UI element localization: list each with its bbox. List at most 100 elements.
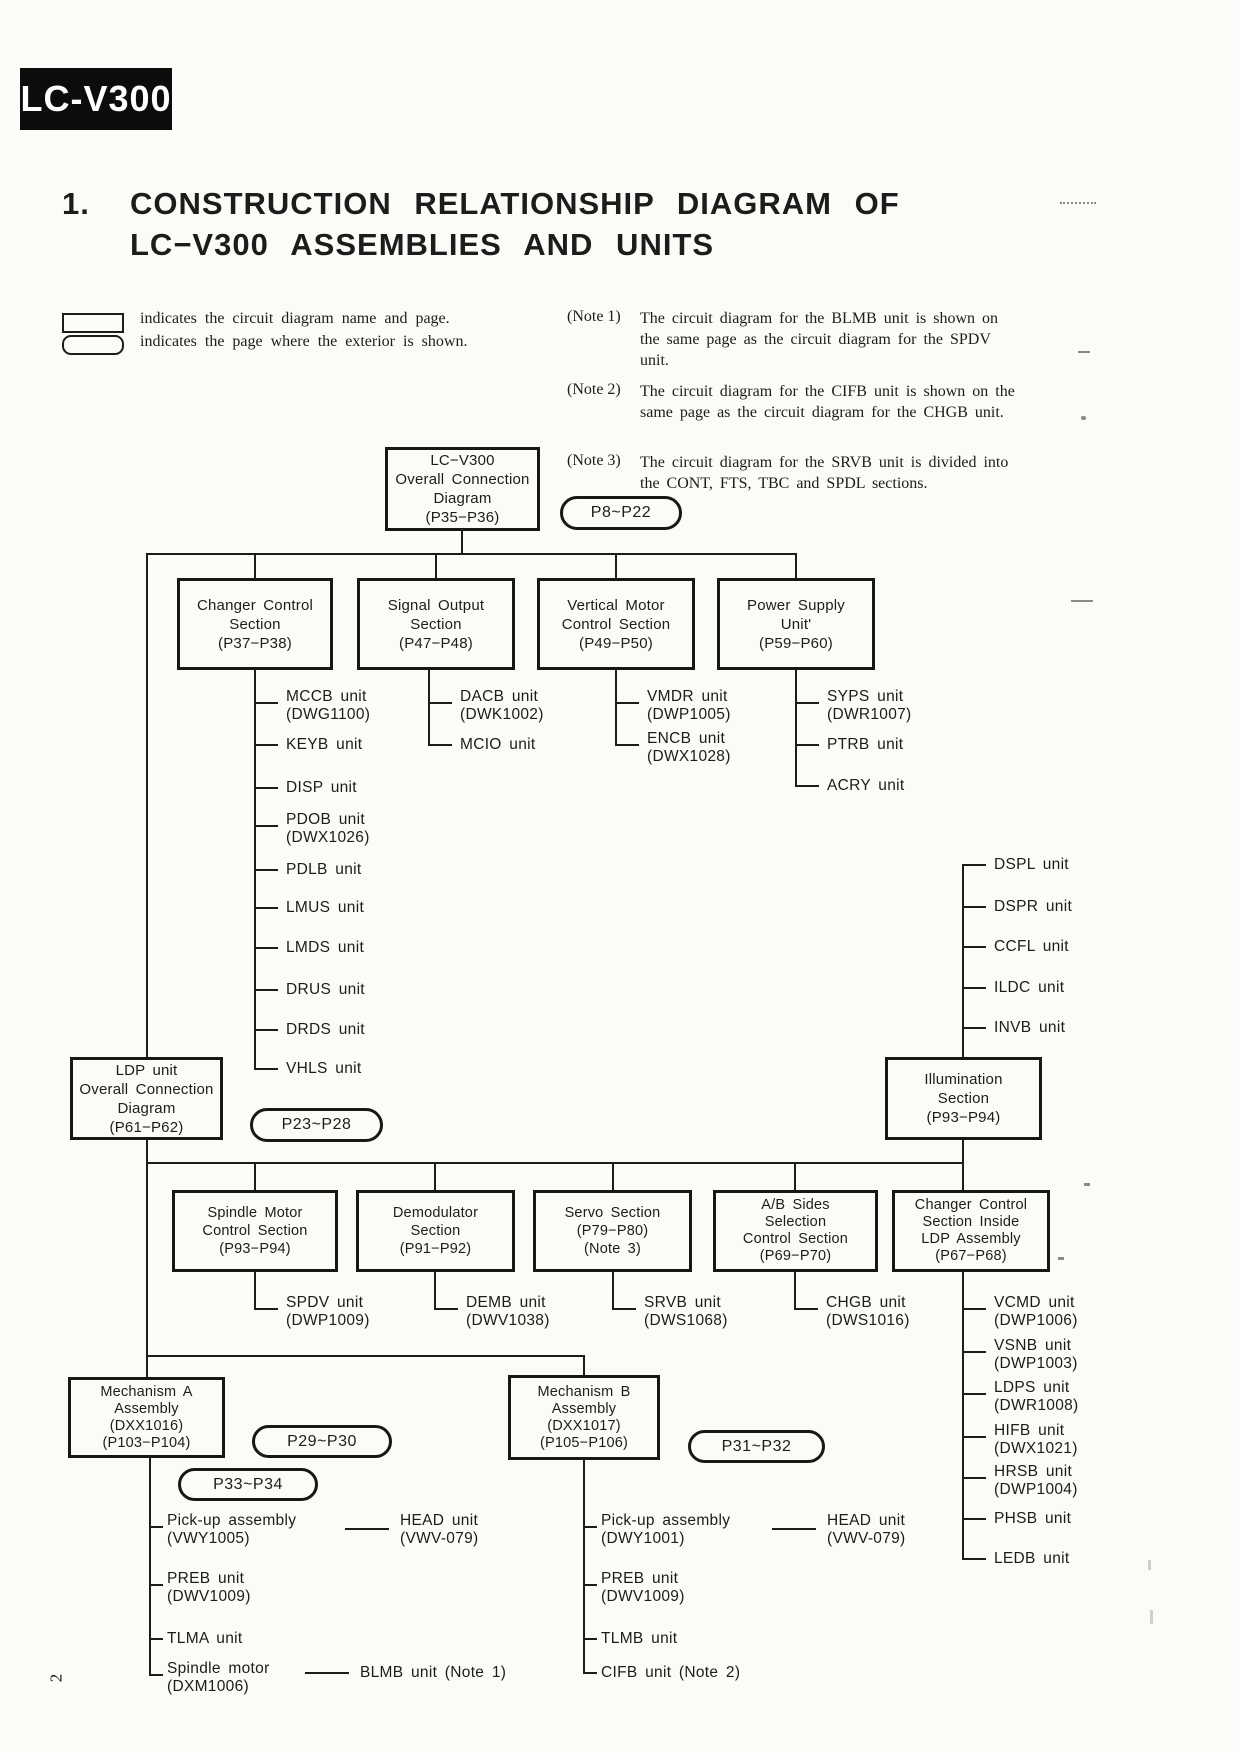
box-line: Spindle Motor <box>207 1205 303 1221</box>
unit-pickup-b-part: (DWY1001) <box>601 1530 685 1547</box>
connector-left-trunk-lower <box>146 1162 148 1377</box>
box-line: Mechanism B <box>537 1383 631 1400</box>
connector-tick <box>254 1029 278 1031</box>
note-1-label: (Note 1) <box>567 308 621 325</box>
box-line: (P105−P106) <box>539 1434 629 1451</box>
scan-artifact <box>1148 1560 1151 1570</box>
unit-demb: DEMB unit <box>466 1294 546 1311</box>
box-line: (P91−P92) <box>399 1241 472 1257</box>
unit-vmdr: VMDR unit <box>647 688 728 705</box>
legend-oval-label: indicates the page where the exterior is… <box>140 333 468 350</box>
unit-encb-part: (DWX1028) <box>647 748 731 765</box>
oval-p8-p22: P8~P22 <box>560 496 682 530</box>
unit-preb-a: PREB unit <box>167 1570 245 1587</box>
connector-inside-ldp-units-trunk <box>962 1272 964 1560</box>
box-line: (P69−P70) <box>759 1248 832 1264</box>
unit-lmus: LMUS unit <box>286 899 365 916</box>
connector-tick <box>149 1638 163 1640</box>
unit-pickup-a-part: (VWY1005) <box>167 1530 250 1547</box>
unit-ledb: LEDB unit <box>994 1550 1070 1567</box>
unit-vsnb-part: (DWP1003) <box>994 1355 1078 1372</box>
connector-ldp-stem <box>146 1140 148 1162</box>
note-3-label: (Note 3) <box>567 452 621 469</box>
unit-acry: ACRY unit <box>827 777 905 794</box>
box-line: Demodulator <box>392 1205 479 1221</box>
box-line: (P103−P104) <box>102 1434 191 1451</box>
unit-vhls: VHLS unit <box>286 1060 362 1077</box>
unit-invb: INVB unit <box>994 1019 1066 1036</box>
connector-tick <box>149 1674 163 1676</box>
connector-tick <box>615 744 639 746</box>
connector-tick <box>962 1027 986 1029</box>
connector-tick <box>149 1526 163 1528</box>
box-line: Section Inside <box>922 1214 1020 1230</box>
unit-tlmb: TLMB unit <box>601 1630 678 1647</box>
scan-artifact <box>1078 351 1090 353</box>
connector-mech-b-units-trunk <box>583 1460 585 1674</box>
connector-tick <box>962 987 986 989</box>
box-line: (P59−P60) <box>759 634 833 652</box>
unit-srvb: SRVB unit <box>644 1294 721 1311</box>
unit-preb-a-part: (DWV1009) <box>167 1588 251 1605</box>
box-line: Servo Section <box>564 1205 661 1221</box>
oval-p29-p30: P29~P30 <box>252 1425 392 1458</box>
unit-mccb-part: (DWG1100) <box>286 706 371 723</box>
box-line: LC−V300 <box>430 452 495 469</box>
unit-spdv: SPDV unit <box>286 1294 364 1311</box>
note-2-label: (Note 2) <box>567 381 621 398</box>
unit-head-b: HEAD unit <box>827 1512 906 1529</box>
box-line: LDP Assembly <box>921 1231 1021 1247</box>
unit-pdob: PDOB unit <box>286 811 365 828</box>
box-ab-sides-selection-control-section: A/B Sides Selection Control Section (P69… <box>713 1190 878 1272</box>
box-line: Overall Connection <box>395 471 530 488</box>
unit-spdv-part: (DWP1009) <box>286 1312 370 1329</box>
connector-tick <box>149 1584 163 1586</box>
box-ldp-overall-connection: LDP unit Overall Connection Diagram (P61… <box>70 1057 223 1140</box>
box-line: Vertical Motor <box>567 596 665 614</box>
box-line: (P49−P50) <box>579 634 653 652</box>
connector-tick <box>254 1068 278 1070</box>
connector-drop <box>615 553 617 578</box>
unit-phsb: PHSB unit <box>994 1510 1072 1527</box>
box-line: Unit' <box>780 615 812 633</box>
box-demodulator-section: Demodulator Section (P91−P92) <box>356 1190 515 1272</box>
page-title-line2: LC−V300 ASSEMBLIES AND UNITS <box>130 227 715 262</box>
unit-hrsb-part: (DWP1004) <box>994 1481 1078 1498</box>
connector-tick <box>962 906 986 908</box>
unit-ldps-part: (DWR1008) <box>994 1397 1079 1414</box>
connector-drop <box>435 553 437 578</box>
unit-cifb: CIFB unit (Note 2) <box>601 1664 741 1681</box>
unit-blmb: BLMB unit (Note 1) <box>360 1664 507 1681</box>
connector-tick <box>583 1672 597 1674</box>
page-number: 2 <box>46 1673 66 1683</box>
connector-tick <box>962 1308 986 1310</box>
connector-chgb-stem <box>794 1272 796 1310</box>
connector-tick <box>962 1558 986 1560</box>
box-vertical-motor-control-section: Vertical Motor Control Section (P49−P50) <box>537 578 695 670</box>
unit-preb-b-part: (DWV1009) <box>601 1588 685 1605</box>
connector-tick <box>428 702 452 704</box>
box-signal-output-section: Signal Output Section (P47−P48) <box>357 578 515 670</box>
unit-vcmd-part: (DWP1006) <box>994 1312 1078 1329</box>
unit-lmds: LMDS unit <box>286 939 365 956</box>
unit-mccb: MCCB unit <box>286 688 367 705</box>
note-1-text: The circuit diagram for the BLMB unit is… <box>640 310 999 369</box>
unit-dspr: DSPR unit <box>994 898 1073 915</box>
legend-rect-symbol <box>62 313 124 333</box>
box-line: Assembly <box>551 1400 617 1417</box>
connector-illumination-units-trunk <box>962 864 964 1057</box>
box-line: (P67−P68) <box>935 1248 1007 1264</box>
box-line: (P37−P38) <box>218 634 292 652</box>
box-line: Changer Control <box>196 596 314 614</box>
connector-bus-2 <box>146 1162 964 1164</box>
connector-tick <box>962 946 986 948</box>
box-line: (DXX1016) <box>109 1417 184 1434</box>
box-line: Section <box>937 1090 990 1107</box>
unit-keyb: KEYB unit <box>286 736 363 753</box>
box-line: Mechanism A <box>100 1383 193 1400</box>
box-line: A/B Sides <box>761 1197 830 1213</box>
unit-chgb-part: (DWS1016) <box>826 1312 910 1329</box>
connector-tick <box>254 869 278 871</box>
unit-chgb: CHGB unit <box>826 1294 906 1311</box>
